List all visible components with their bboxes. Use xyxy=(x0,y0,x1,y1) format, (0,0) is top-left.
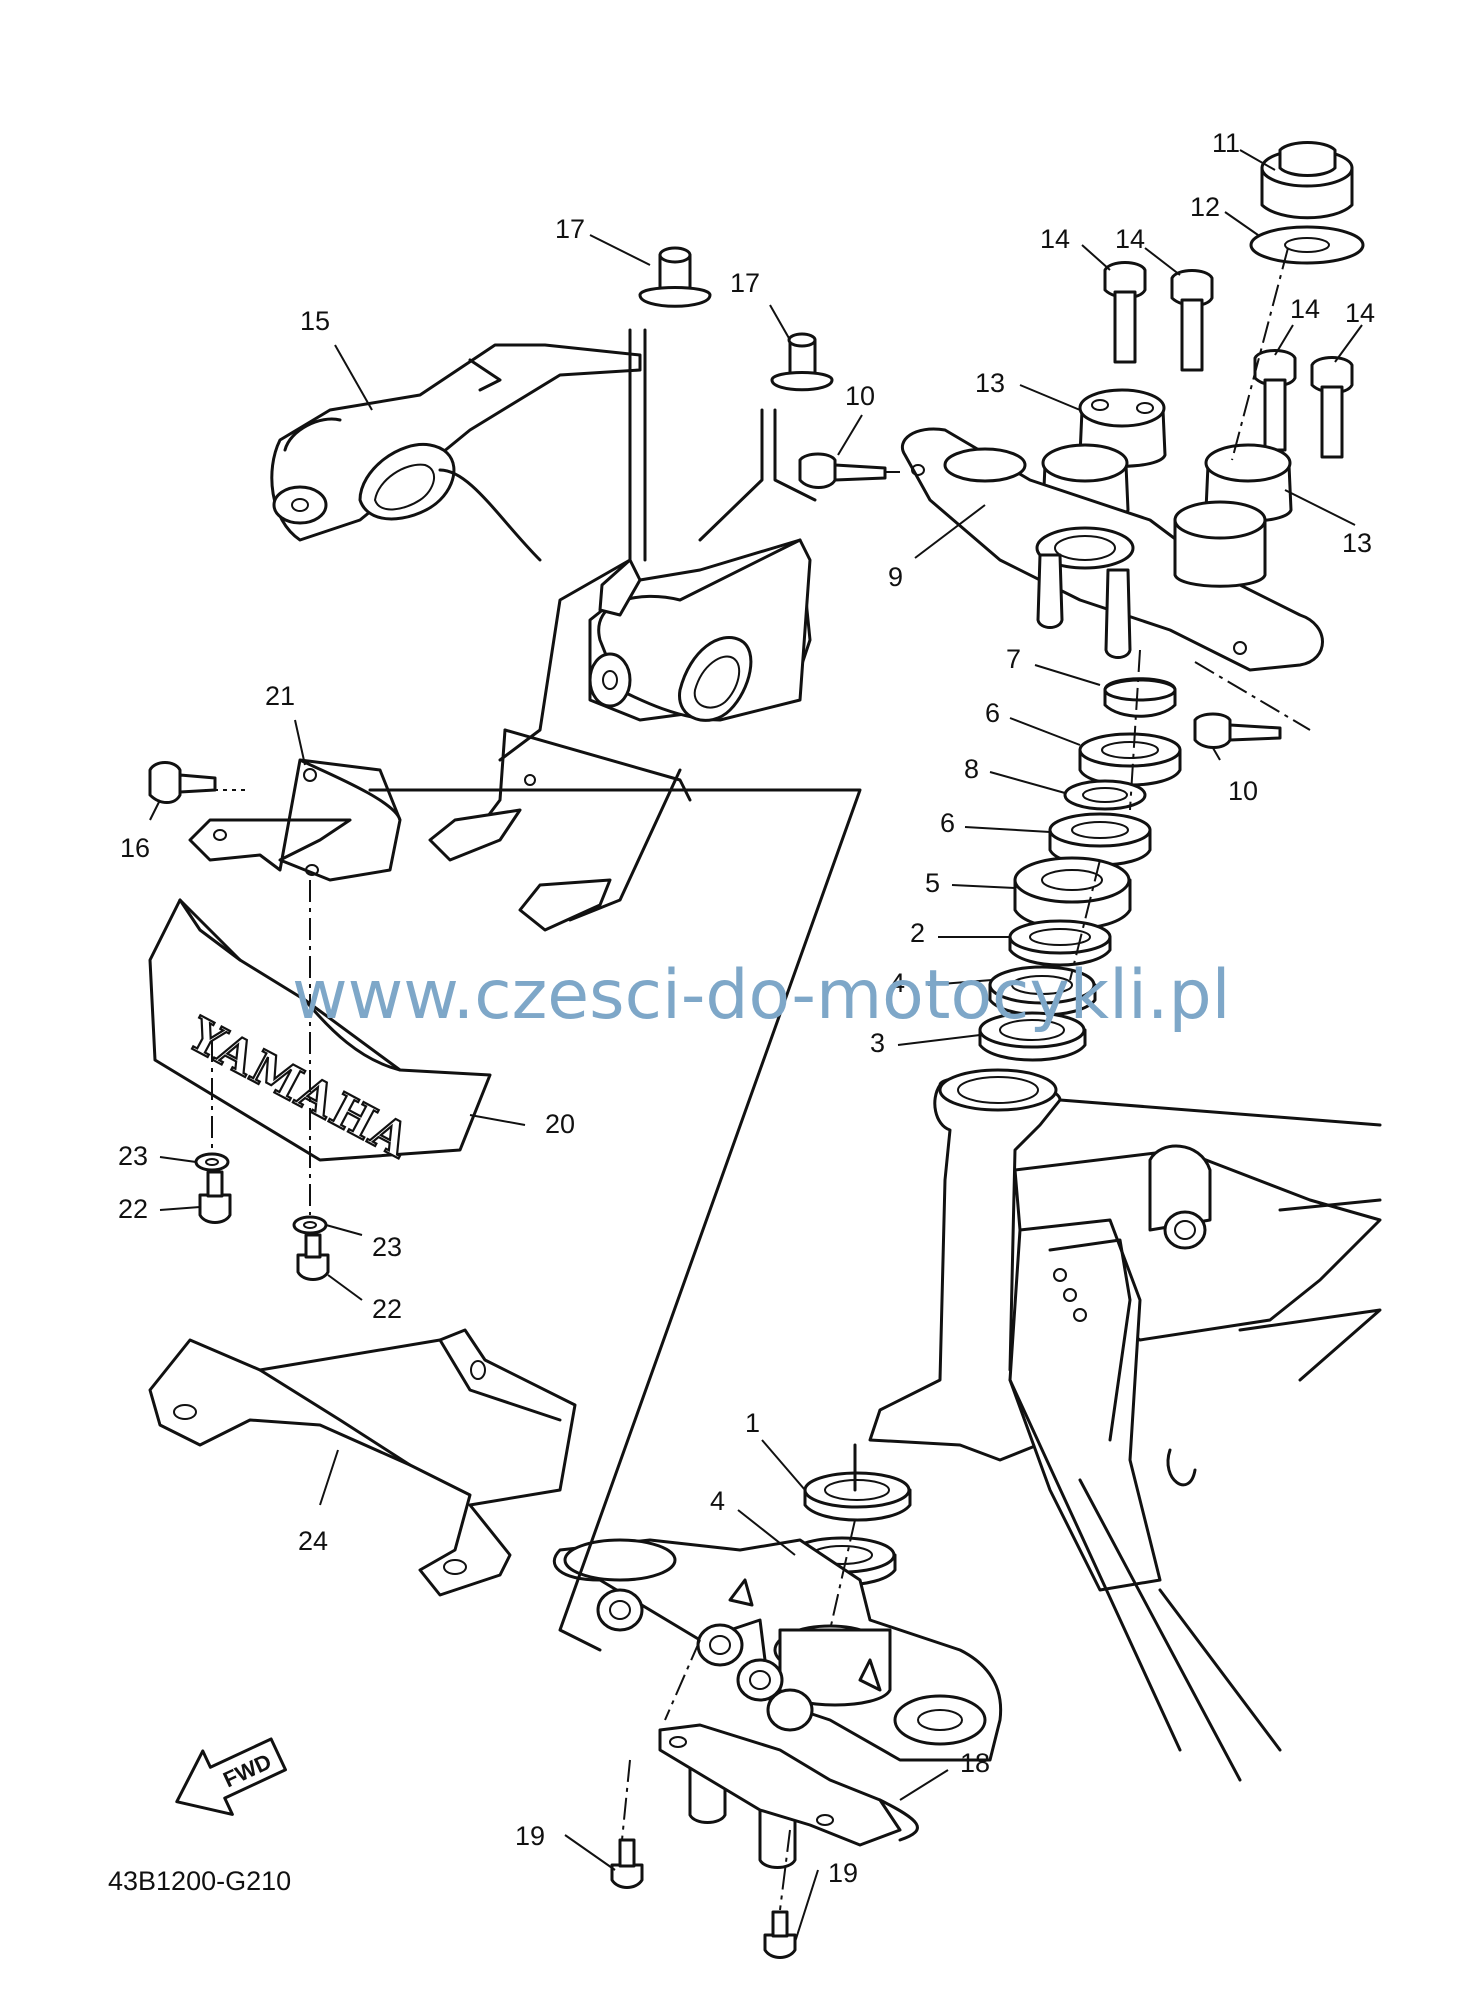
part-23-washer-left xyxy=(194,1152,230,1172)
watermark: www.czesci-do-motocykli.pl xyxy=(292,956,1231,1035)
part-22-screw-left xyxy=(198,1170,232,1224)
callout-11: 11 xyxy=(1212,128,1240,158)
part-24-lower-stay xyxy=(148,1328,577,1597)
callout-20: 20 xyxy=(545,1109,575,1139)
callout-24: 24 xyxy=(298,1526,328,1556)
part-14-bolt-a xyxy=(1103,261,1147,364)
callout-17: 17 xyxy=(555,214,585,244)
part-18-plate xyxy=(658,1723,919,1847)
part-17-cap-right xyxy=(770,332,834,392)
part-10-bolt-lower xyxy=(1193,712,1282,749)
assembly-lines xyxy=(205,247,1311,1911)
part-15-headlight-bracket xyxy=(270,343,642,562)
part-8-washer xyxy=(1063,779,1147,811)
callout-8: 8 xyxy=(964,754,979,784)
part-22-screw-right xyxy=(296,1233,330,1281)
part-21-bracket xyxy=(188,758,402,882)
part-23-washer-right xyxy=(292,1215,328,1235)
fwd-arrow-icon: FWD xyxy=(175,1737,287,1816)
part-9-upper-bracket xyxy=(901,427,1324,672)
callout-9: 9 xyxy=(888,562,903,592)
callout-10: 10 xyxy=(845,381,875,411)
callout-14: 14 xyxy=(1345,298,1375,328)
callout-23: 23 xyxy=(372,1232,402,1262)
callout-23: 23 xyxy=(118,1141,148,1171)
part-20-cover: YAMAHA xyxy=(148,898,492,1170)
callout-14: 14 xyxy=(1040,224,1070,254)
callout-16: 16 xyxy=(120,833,150,863)
part-11-nut xyxy=(1260,141,1354,220)
callout-13: 13 xyxy=(1342,528,1372,558)
part-2-race xyxy=(1008,919,1112,967)
under-bracket xyxy=(552,1443,1003,1869)
part-12-washer xyxy=(1249,225,1365,265)
part-19-screw-right xyxy=(763,1910,797,1959)
part-6-ring-nut-lower xyxy=(1048,812,1152,867)
callout-12: 12 xyxy=(1190,192,1220,222)
part-14-bolt-c xyxy=(1253,349,1297,452)
callout-6: 6 xyxy=(940,808,955,838)
callout-5: 5 xyxy=(925,868,940,898)
part-1-race-lower xyxy=(803,1471,912,1522)
callout-2: 2 xyxy=(910,918,925,948)
callout-13: 13 xyxy=(975,368,1005,398)
drawing-code: 43B1200-G210 xyxy=(108,1866,291,1896)
part-17-cap-left xyxy=(638,246,712,308)
part-14-bolt-d xyxy=(1310,356,1354,459)
callout-14: 14 xyxy=(1290,294,1320,324)
part-4-bearing-upper xyxy=(988,965,1097,1017)
callout-3: 3 xyxy=(870,1028,885,1058)
callout-6: 6 xyxy=(985,698,1000,728)
callout-14: 14 xyxy=(1115,224,1145,254)
callout-4: 4 xyxy=(710,1486,725,1516)
callout-19: 19 xyxy=(515,1821,545,1851)
callout-21: 21 xyxy=(265,681,295,711)
headlight-stay-frame xyxy=(428,328,817,932)
part-3-seal xyxy=(978,1011,1087,1062)
callout-10: 10 xyxy=(1228,776,1258,806)
part-10-bolt-upper xyxy=(798,452,887,489)
part-5-bearing-cover xyxy=(1013,856,1132,931)
callout-22: 22 xyxy=(118,1194,148,1224)
callout-15: 15 xyxy=(300,306,330,336)
callout-18: 18 xyxy=(960,1748,990,1778)
part-6-ring-nut-upper xyxy=(1078,732,1182,787)
part-13-holder-upper xyxy=(1078,388,1167,468)
callout-7: 7 xyxy=(1006,644,1021,674)
part-14-bolt-b xyxy=(1170,269,1214,372)
part-19-screw-left xyxy=(610,1838,644,1889)
callout-4: 4 xyxy=(890,968,905,998)
part-16-bolt xyxy=(148,761,217,804)
leader-lines xyxy=(149,149,1363,1943)
callout-1: 1 xyxy=(745,1408,760,1438)
callout-22: 22 xyxy=(372,1294,402,1324)
part-7-lock-washer xyxy=(1103,677,1177,718)
callout-labels: 11 12 14 14 14 14 17 17 15 10 13 13 9 7 … xyxy=(118,128,1375,1888)
frame-head-pipe xyxy=(868,1068,1382,1782)
callout-19: 19 xyxy=(828,1858,858,1888)
callout-17: 17 xyxy=(730,268,760,298)
